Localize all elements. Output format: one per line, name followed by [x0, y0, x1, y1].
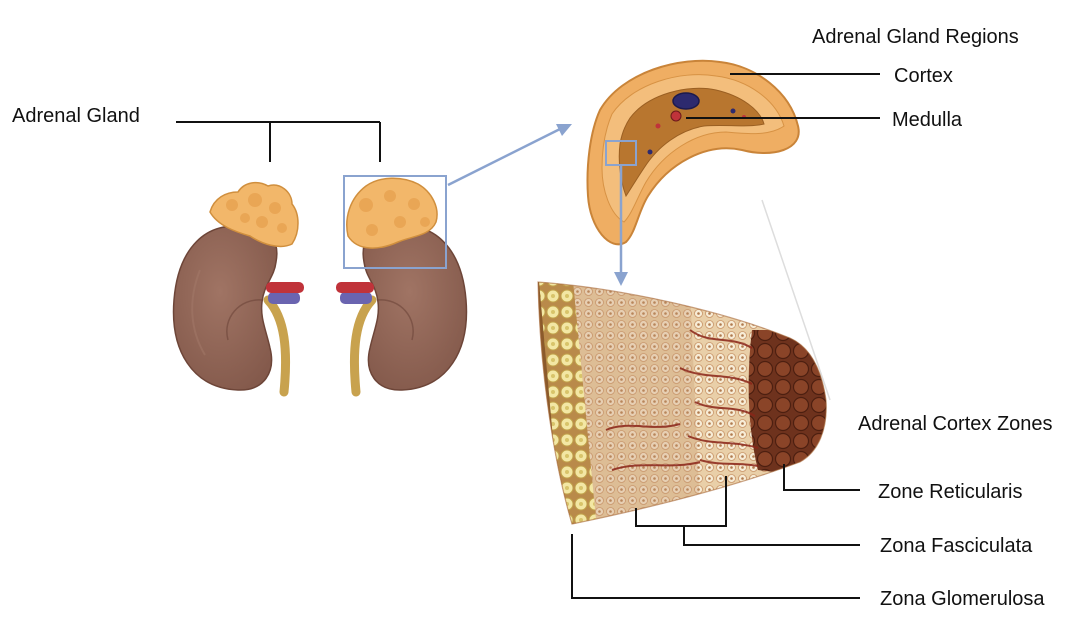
- left-kidney: [174, 183, 304, 392]
- zona-glomerulosa-leader: [572, 534, 860, 598]
- cortex-zones-wedge: [530, 270, 840, 540]
- right-vein: [340, 292, 372, 304]
- right-kidney-body: [363, 226, 466, 390]
- label-zona-fasciculata: Zona Fasciculata: [880, 536, 1032, 556]
- label-cortex: Cortex: [894, 66, 953, 86]
- left-ureter: [268, 300, 286, 392]
- central-vein: [673, 93, 699, 109]
- label-zone-reticularis: Zone Reticularis: [878, 482, 1023, 502]
- right-kidney: [336, 176, 466, 392]
- label-adrenal-cortex-zones: Adrenal Cortex Zones: [858, 414, 1053, 434]
- label-zona-glomerulosa: Zona Glomerulosa: [880, 589, 1045, 609]
- left-kidney-body: [174, 226, 277, 390]
- zoom-arrow-1: [448, 124, 572, 185]
- label-adrenal-gland-regions: Adrenal Gland Regions: [812, 27, 1019, 47]
- left-vein: [268, 292, 300, 304]
- label-medulla: Medulla: [892, 110, 962, 130]
- label-adrenal-gland: Adrenal Gland: [12, 106, 140, 126]
- right-ureter: [354, 300, 372, 392]
- right-artery: [336, 282, 374, 293]
- adrenal-gland-leader: [176, 122, 380, 162]
- left-artery: [266, 282, 304, 293]
- zone-reticularis-leader: [784, 464, 860, 490]
